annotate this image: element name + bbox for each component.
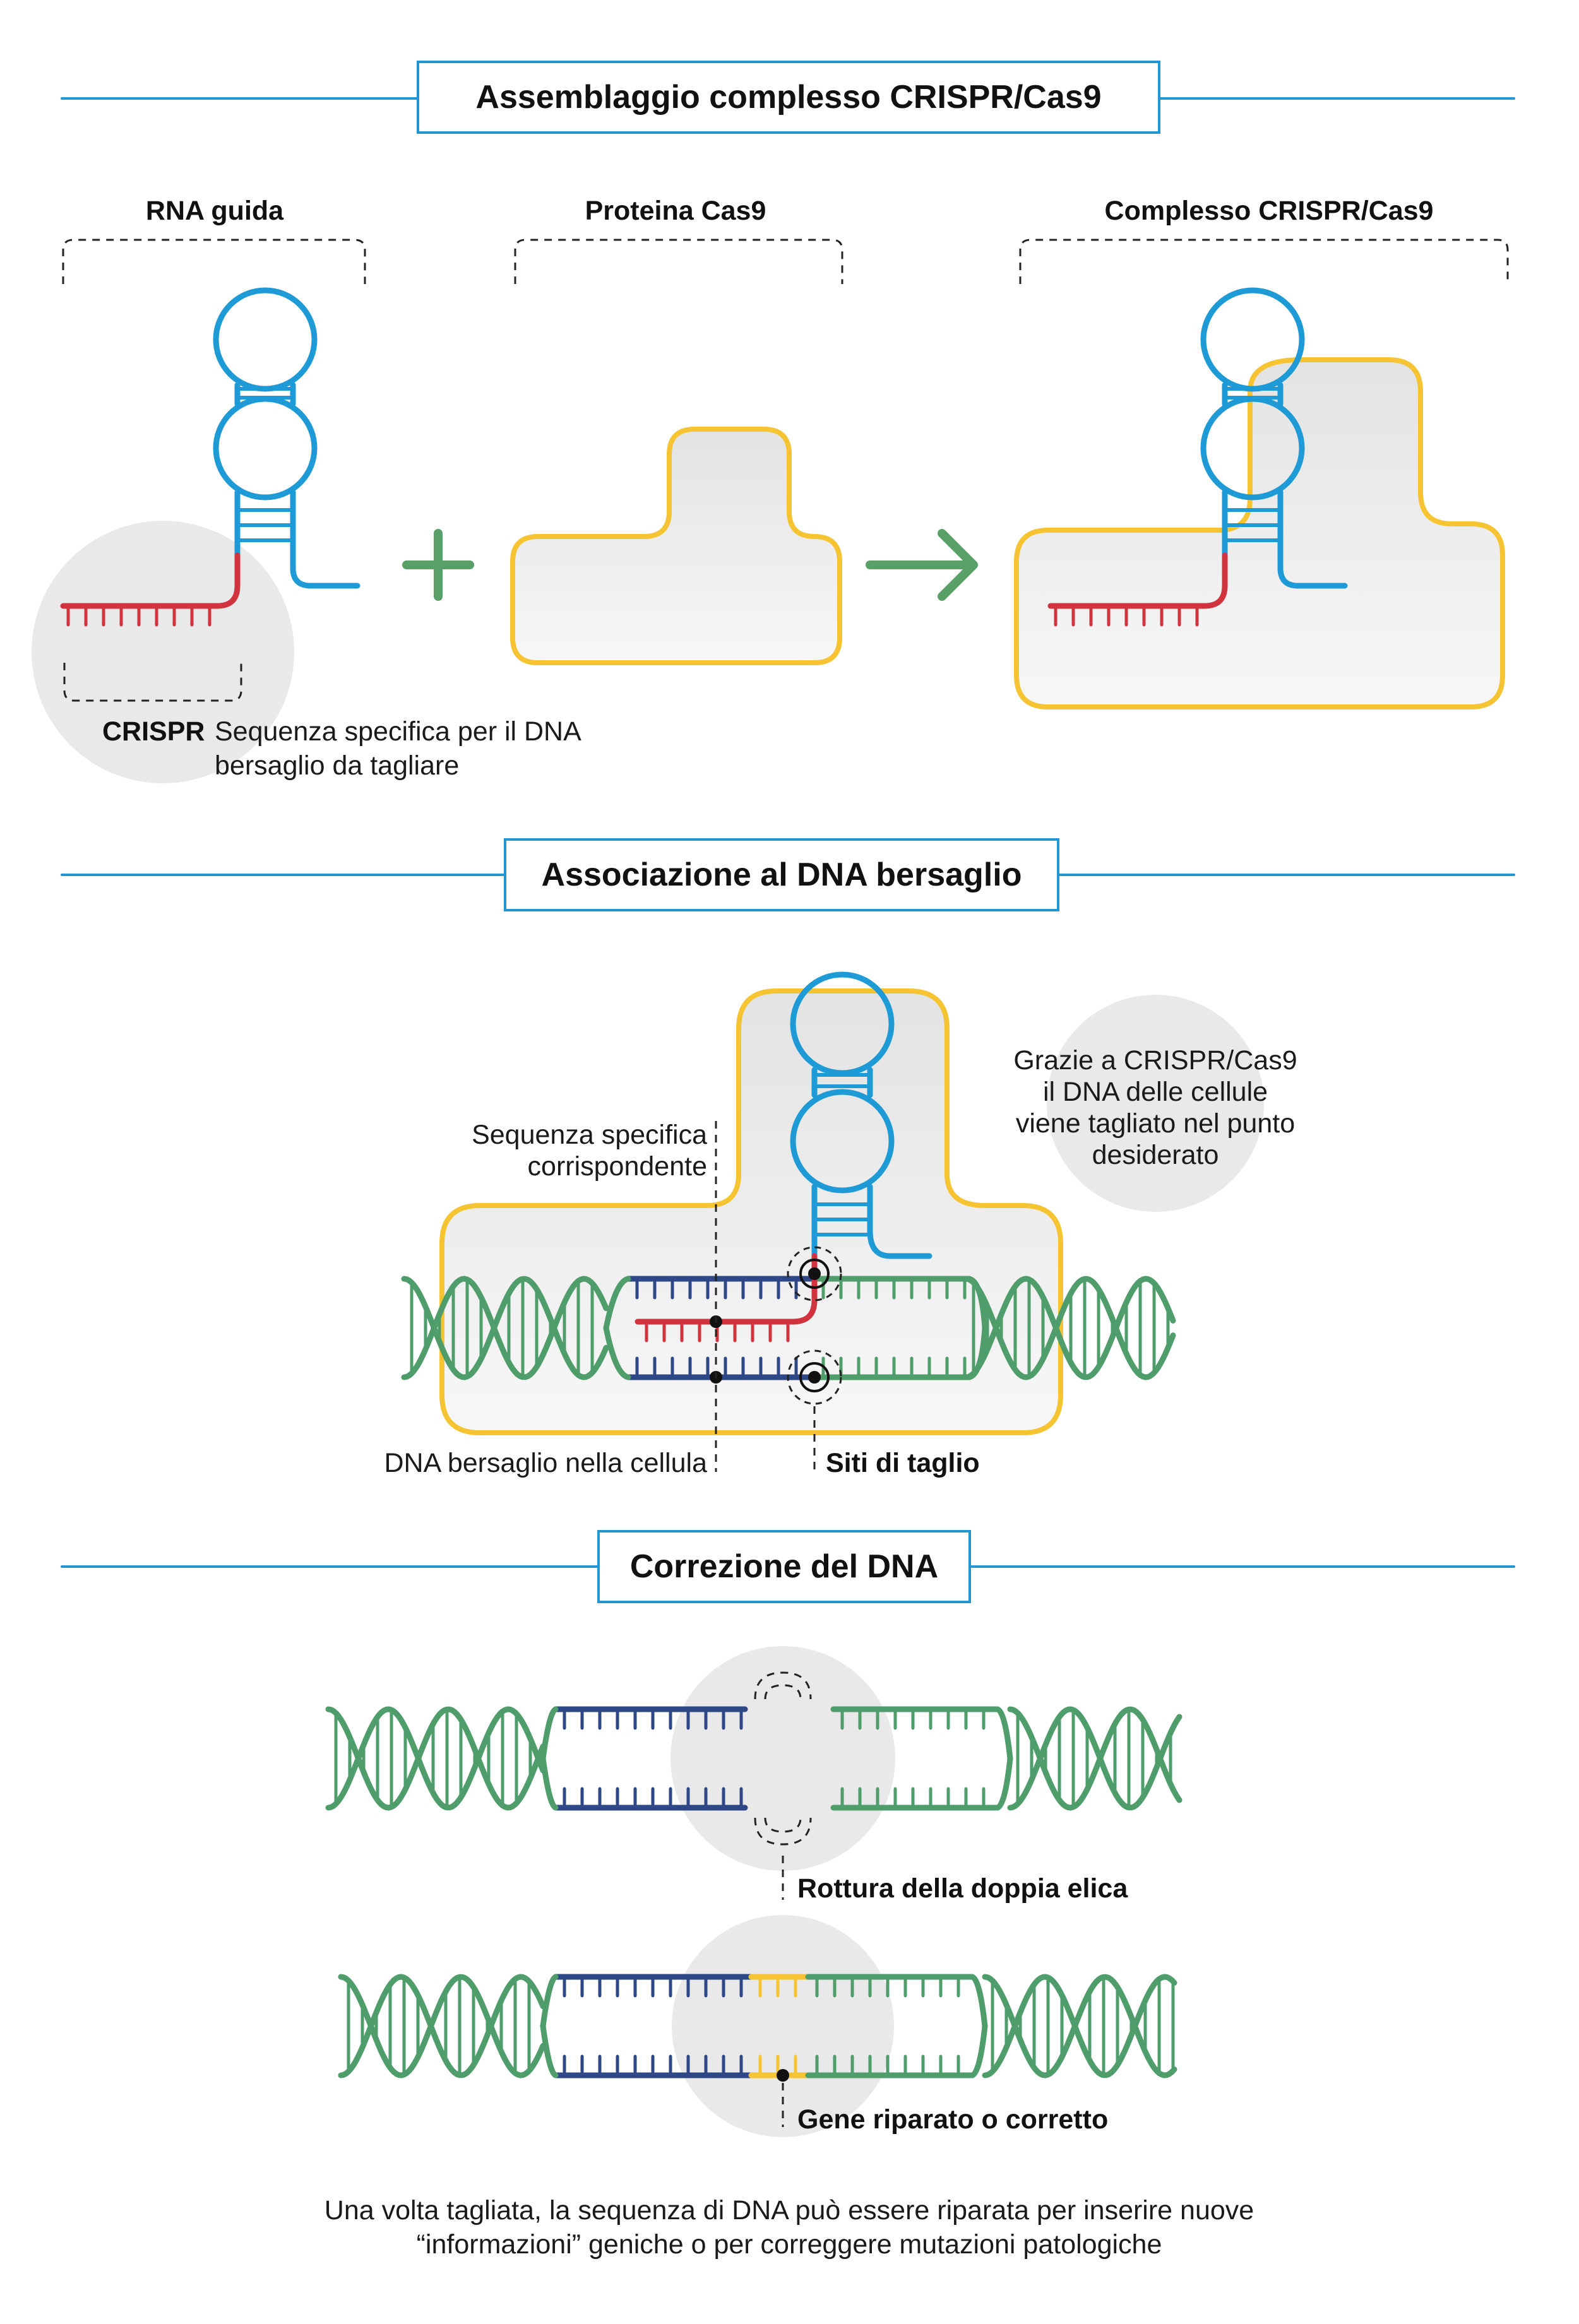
- rna-hairpin-loop: [213, 396, 318, 501]
- rna-hairpin-loop: [213, 287, 318, 392]
- dna-bubble-edge: [540, 1706, 559, 1762]
- crispr-guide-bound: [635, 1253, 818, 1325]
- cut-site-dot: [808, 1267, 821, 1280]
- dna-backbone-strand: [401, 1276, 609, 1380]
- cut-site-ring: [799, 1362, 830, 1392]
- dna-backbone-strand: [1007, 1706, 1183, 1811]
- rna-tail-strand: [290, 489, 360, 589]
- dna-backbone-strand: [401, 1276, 609, 1380]
- footer-text-line1: Una volta tagliata, la sequenza di DNA p…: [324, 2195, 1254, 2226]
- dna-backbone-strand: [982, 1974, 1177, 2078]
- dna-bubble-edge: [994, 1755, 1013, 1811]
- section-title-assembly: Assemblaggio complesso CRISPR/Cas9: [417, 61, 1160, 134]
- complex-label: Complesso CRISPR/Cas9: [1104, 196, 1434, 226]
- diagram-artwork: [32, 97, 1515, 2137]
- crispr-term: CRISPR: [102, 716, 205, 747]
- arrow-head: [938, 529, 978, 601]
- cut-site-marker: [787, 1349, 842, 1405]
- plus-icon: [402, 529, 474, 601]
- broken-dna-strand-top: [552, 1706, 748, 1730]
- broken-dna-strand-top-right: [830, 1706, 1001, 1730]
- bracket-rna-guide: [62, 239, 366, 284]
- bracket-cas9: [514, 239, 843, 284]
- break-marker-arc: [754, 1671, 812, 1700]
- repaired-insert-top: [748, 1974, 811, 1998]
- footer-text-line2: “informazioni” geniche o per correggere …: [416, 2229, 1162, 2260]
- broken-dna-strand-bottom: [552, 1787, 748, 1811]
- cas9-protein-label: Proteina Cas9: [585, 196, 766, 226]
- repaired-dna-helix-right: [982, 1974, 1177, 2078]
- binding-note-line3: viene tagliato nel punto: [1015, 1108, 1296, 1139]
- dna-bubble-edge: [540, 2023, 559, 2078]
- bracket-complex: [1019, 239, 1509, 284]
- dna-bubble-edge: [994, 1706, 1013, 1762]
- dna-backbone-strand: [338, 1974, 546, 2078]
- repaired-strand-bottom-green: [805, 2054, 975, 2078]
- highlight-bubble: [1047, 995, 1264, 1212]
- dna-target-strand-top: [625, 1276, 818, 1300]
- rna-guide-label: RNA guida: [145, 196, 284, 226]
- cut-site-marker: [787, 1246, 842, 1301]
- double-strand-break-label: Rottura della doppia elica: [797, 1873, 1128, 1904]
- crispr-guide-sequence: [60, 552, 241, 609]
- repaired-strand-top-navy: [552, 1974, 754, 1998]
- crispr-description-line1: Sequenza specifica per il DNA: [215, 716, 581, 747]
- section-title-correction: Correzione del DNA: [597, 1530, 971, 1603]
- arrow-right-icon: [866, 529, 978, 601]
- cut-site-ring: [799, 1259, 830, 1289]
- cut-site-dot: [808, 1371, 821, 1384]
- dna-bubble-edge: [603, 1276, 631, 1331]
- cas9-bound-shape: [439, 988, 1063, 1435]
- target-dna-label: DNA bersaglio nella cellula: [384, 1448, 707, 1478]
- match-sequence-label-line2: corrispondente: [527, 1151, 707, 1182]
- repaired-strand-bottom-navy: [552, 2054, 754, 2078]
- guide-rna-standalone: [60, 287, 360, 627]
- dna-backbone-strand: [1007, 1706, 1183, 1811]
- cut-site-dashed-ring: [787, 1349, 842, 1405]
- bracket-crispr: [63, 663, 242, 702]
- repair-point-dot: [777, 2069, 789, 2082]
- broken-dna-strand-bottom-right: [830, 1787, 1001, 1811]
- dna-bubble-edge: [540, 1755, 559, 1811]
- dna-backbone-strand: [982, 1974, 1177, 2078]
- rna-tail-strand: [867, 1183, 933, 1259]
- highlight-bubble: [672, 1915, 894, 2137]
- repaired-dna-helix-left: [338, 1974, 546, 2078]
- repaired-gene-label: Gene riparato o corretto: [797, 2104, 1109, 2135]
- dna-bubble-edge: [969, 2023, 988, 2078]
- match-sequence-label-line1: Sequenza specifica: [472, 1120, 707, 1150]
- guide-rna-in-complex: [1047, 287, 1348, 627]
- cut-sites-label: Siti di taglio: [826, 1448, 980, 1478]
- dna-helix-left: [401, 1276, 609, 1380]
- break-marker-arc: [764, 1684, 802, 1700]
- rna-hairpin-loop: [790, 1089, 895, 1194]
- binding-note-line2: il DNA delle cellule: [1042, 1077, 1268, 1107]
- break-marker-arc: [754, 1817, 812, 1846]
- dna-bubble-edge: [540, 1974, 559, 2029]
- highlight-bubble: [32, 521, 294, 783]
- broken-dna-helix-left: [325, 1706, 546, 1811]
- dna-backbone-strand: [338, 1974, 546, 2078]
- cas9-complex-shape: [1014, 357, 1505, 709]
- binding-note-line4: desiderato: [1092, 1140, 1219, 1170]
- highlight-bubble: [670, 1646, 895, 1871]
- rna-tail-strand: [1277, 489, 1348, 589]
- crispr-guide-sequence: [1047, 552, 1228, 609]
- dna-bubble-edge: [603, 1325, 631, 1380]
- repaired-strand-top-green: [805, 1974, 975, 1998]
- crispr-description-line2: bersaglio da tagliare: [215, 750, 460, 781]
- cut-site-dashed-ring: [787, 1246, 842, 1301]
- dna-bubble-edge: [969, 1974, 988, 2029]
- dna-helix-right: [963, 1276, 1176, 1380]
- guide-rna-bound: [635, 971, 933, 1343]
- binding-note-line1: Grazie a CRISPR/Cas9: [1013, 1045, 1297, 1076]
- section-title-binding: Associazione al DNA bersaglio: [504, 838, 1059, 911]
- broken-dna-helix-right: [1007, 1706, 1183, 1811]
- break-marker-arc: [764, 1817, 802, 1833]
- cas9-protein-shape: [510, 427, 842, 665]
